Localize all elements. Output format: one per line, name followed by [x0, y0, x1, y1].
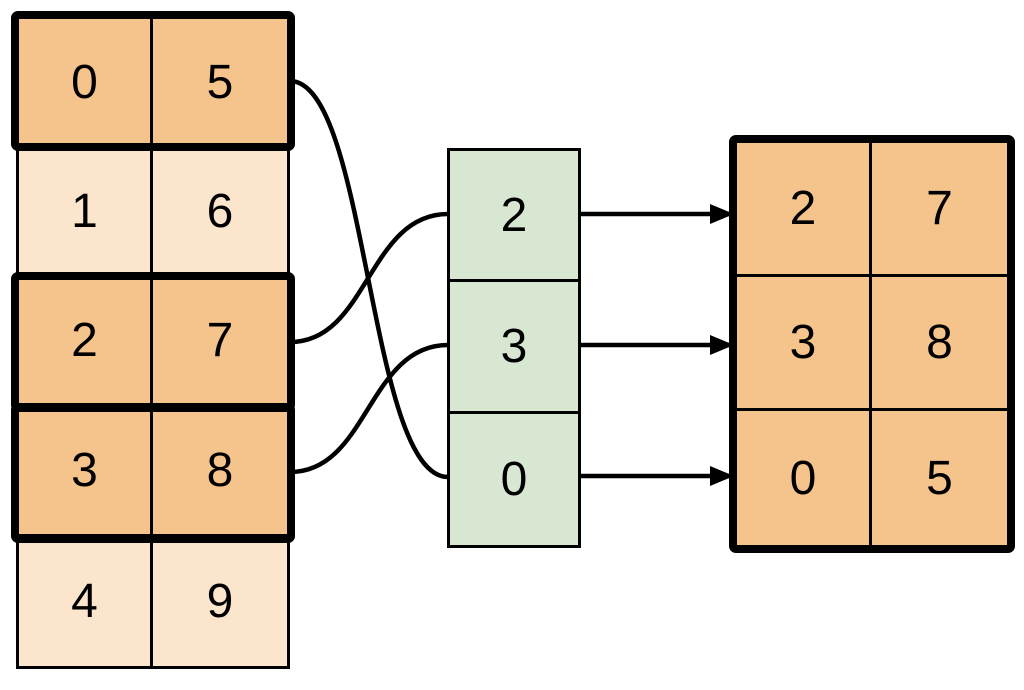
result-cell-r2c1: 5	[872, 411, 1007, 545]
highlight-outline-row0	[11, 11, 295, 151]
source-cell-r0c0: 0	[19, 19, 153, 149]
index-column: 2 3 0	[447, 148, 581, 548]
result-cell-r0c1: 7	[872, 143, 1007, 277]
index-cell-2: 0	[450, 413, 578, 545]
source-cell-r3c1: 8	[153, 407, 287, 537]
highlight-outline-row2	[11, 272, 295, 412]
index-cell-1: 3	[450, 282, 578, 414]
link-curve-row0-to-index2	[289, 78, 449, 480]
link-curve-row2-to-index0	[289, 211, 449, 345]
source-cell-r2c0: 2	[19, 277, 153, 408]
result-table: 2 7 3 8 0 5	[729, 135, 1015, 553]
source-cell-r1c1: 6	[153, 148, 287, 278]
source-cell-r2c1: 7	[153, 277, 287, 408]
source-cell-r4c1: 9	[153, 536, 287, 666]
source-cell-r1c0: 1	[19, 148, 153, 278]
result-cell-r2c0: 0	[737, 411, 872, 545]
result-cell-r1c1: 8	[872, 277, 1007, 411]
link-curve-row3-to-index1	[289, 342, 449, 475]
result-cell-r0c0: 2	[737, 143, 872, 277]
source-cell-r3c0: 3	[19, 407, 153, 537]
source-cell-r4c0: 4	[19, 536, 153, 666]
result-cell-r1c0: 3	[737, 277, 872, 411]
index-cell-0: 2	[450, 151, 578, 283]
highlight-outline-row3	[11, 403, 295, 543]
